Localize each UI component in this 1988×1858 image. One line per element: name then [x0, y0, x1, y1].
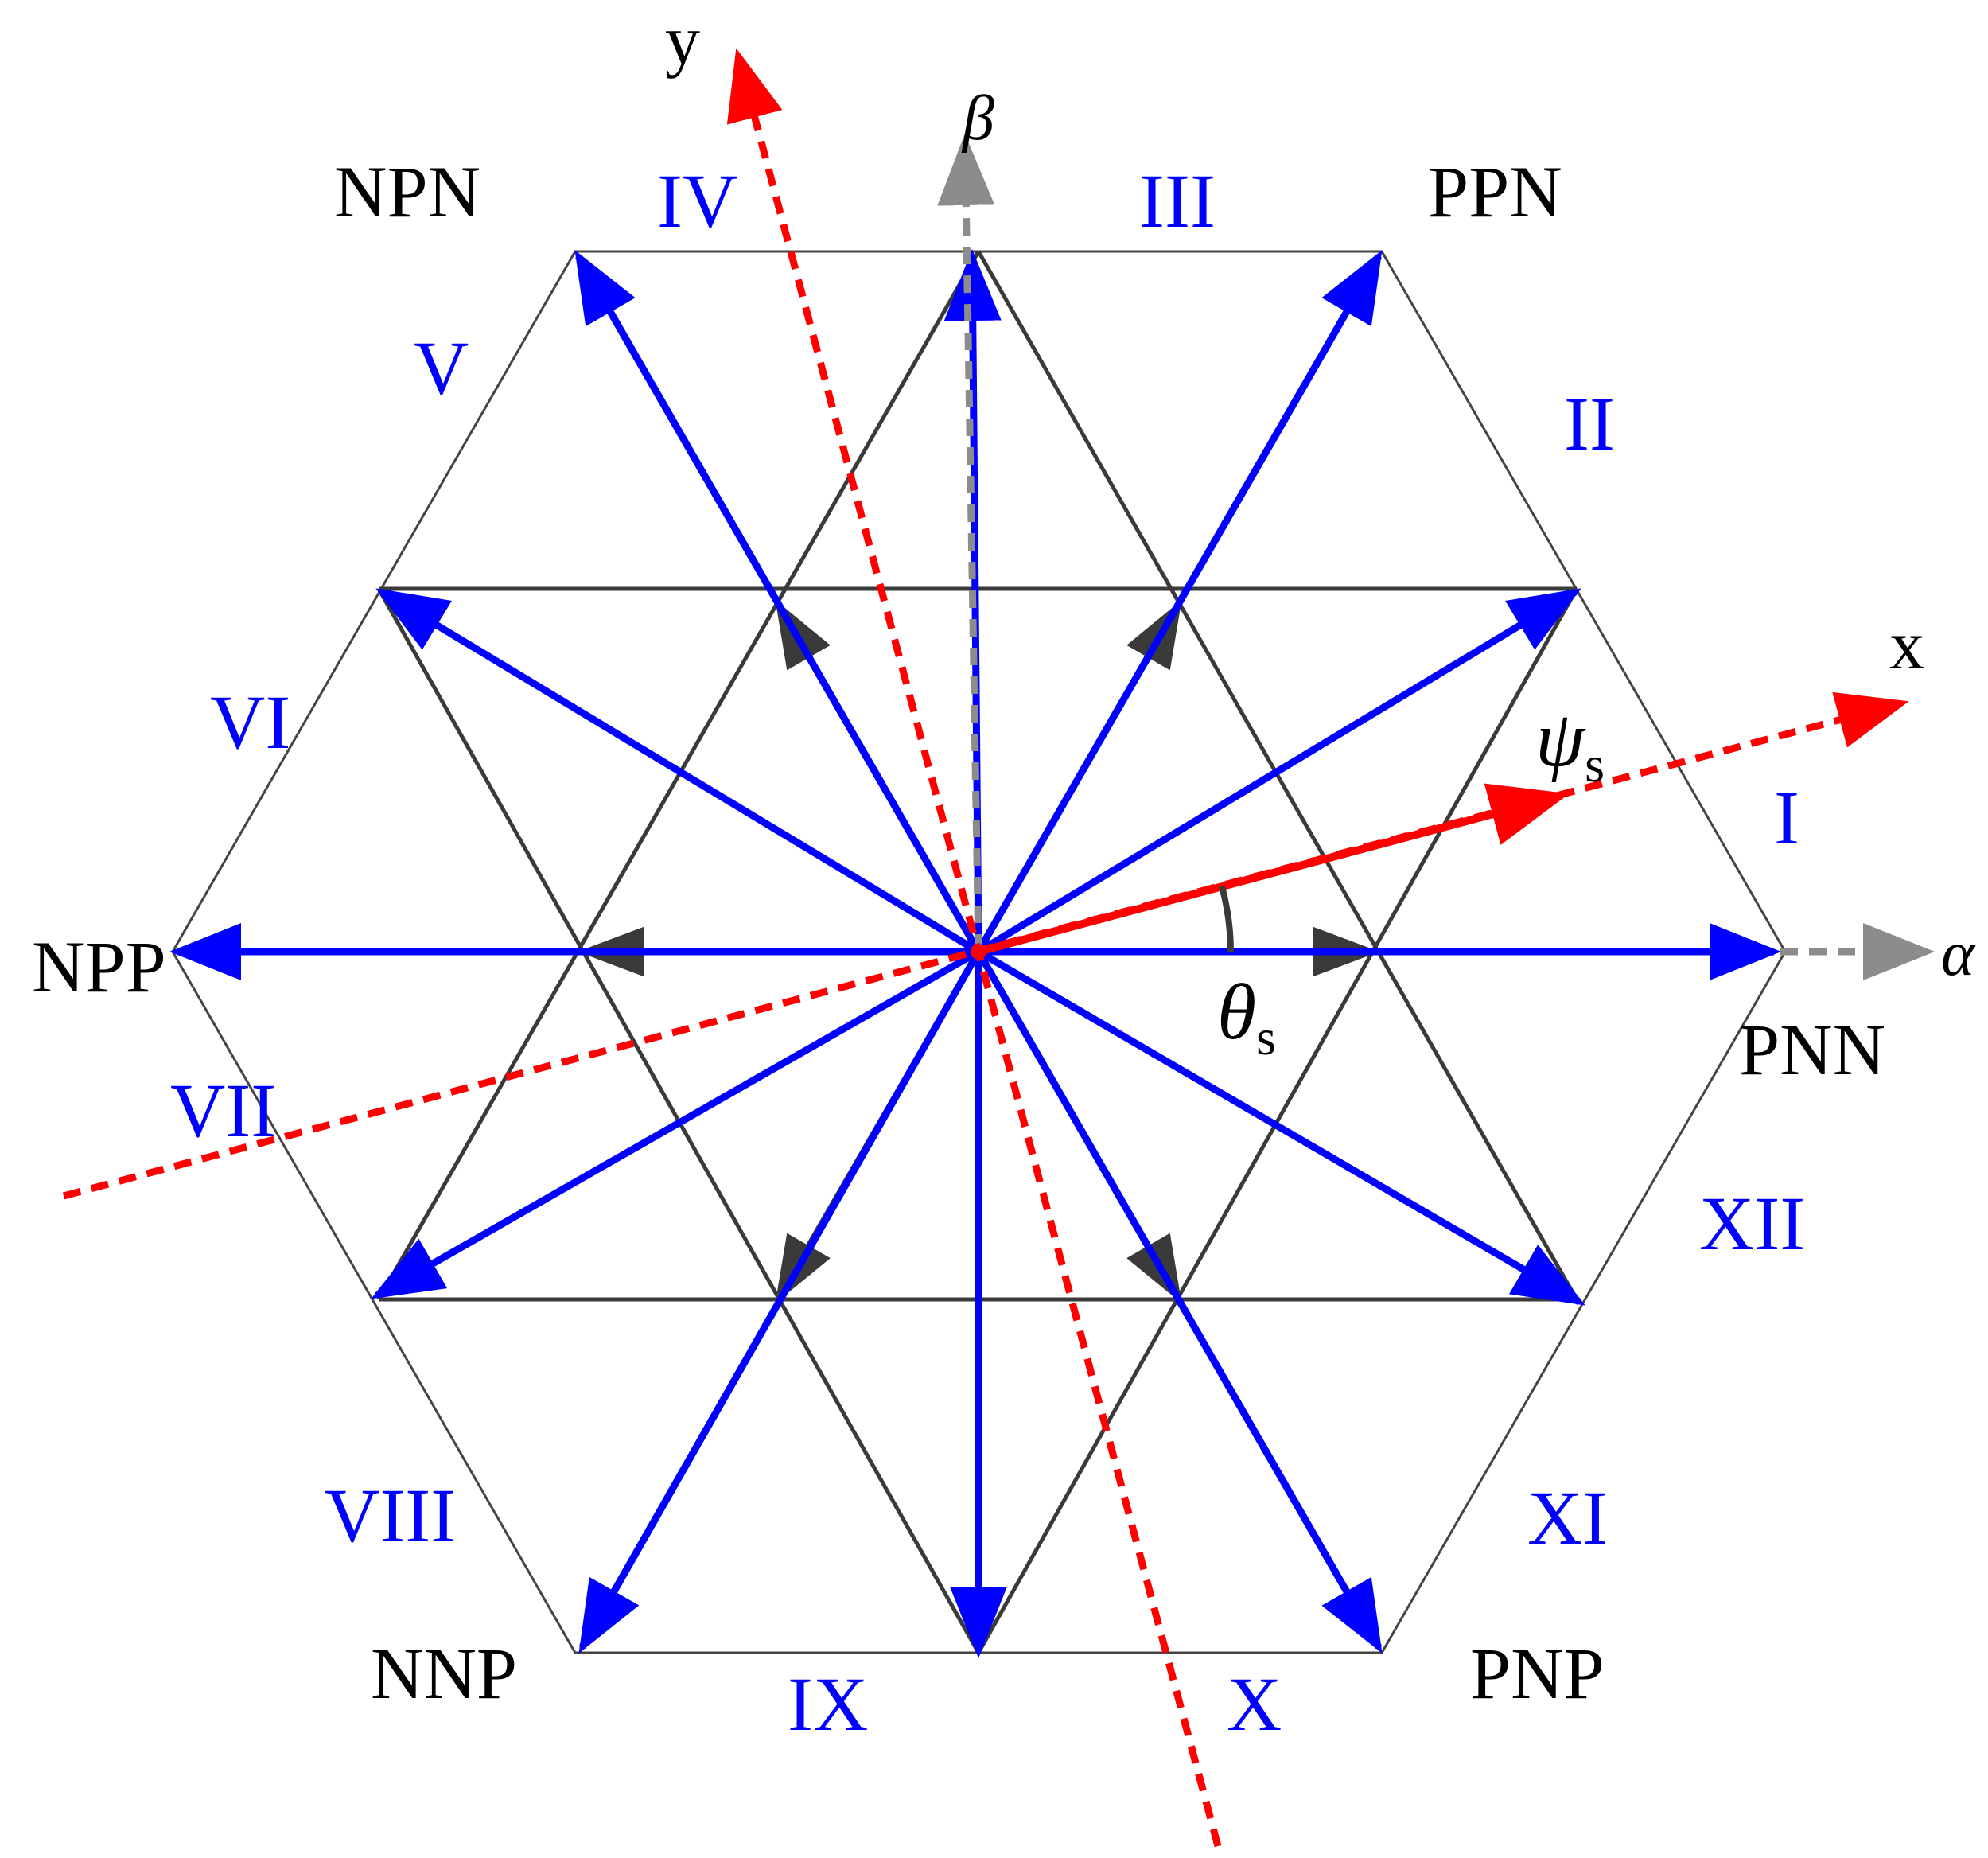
voltage-vectors — [169, 249, 1781, 1658]
vector-pnp — [975, 949, 1383, 1654]
vector-330 — [976, 948, 1585, 1306]
grid-line — [376, 250, 981, 1301]
vector-ppn — [975, 250, 1383, 954]
flux-vector — [977, 783, 1570, 956]
sector-label-1: I — [1774, 775, 1799, 860]
sector-label-8: VIII — [325, 1473, 456, 1558]
angle-symbol: θ — [1217, 968, 1256, 1056]
angle-subscript: s — [1256, 1009, 1276, 1065]
label-ppn: PPN — [1428, 151, 1562, 232]
x-axis-label: x — [1889, 607, 1924, 684]
flux-symbol: ψ — [1535, 695, 1586, 783]
beta-axis-label: β — [961, 84, 994, 154]
vector-150 — [375, 588, 981, 955]
angle-label: θs — [1217, 968, 1276, 1065]
sector-label-7: VII — [170, 1068, 276, 1153]
sector-label-4: IV — [657, 158, 737, 243]
vector-npn — [574, 250, 982, 954]
sector-label-11: XI — [1527, 1475, 1608, 1560]
sector-label-3: III — [1139, 158, 1216, 243]
label-npn: NPN — [334, 151, 480, 232]
alpha-axis-label: α — [1941, 919, 1976, 989]
label-pnn: PNN — [1739, 1009, 1885, 1090]
y-axis — [726, 48, 1222, 1848]
label-pnp: PNP — [1470, 1633, 1605, 1714]
sector-label-9: IX — [788, 1661, 868, 1747]
flux-label: ψs — [1535, 695, 1605, 793]
y-axis-label: y — [665, 2, 700, 80]
flux-subscript: s — [1585, 736, 1605, 793]
label-npp: NPP — [32, 926, 166, 1007]
sector-label-5: V — [414, 325, 469, 411]
label-nnp: NNP — [371, 1633, 517, 1714]
origin-point — [971, 944, 986, 960]
vector-nnp — [578, 949, 982, 1654]
grid-line — [976, 587, 1579, 1654]
vector-210 — [371, 948, 981, 1299]
sector-label-2: II — [1564, 381, 1615, 466]
vector-30 — [976, 588, 1581, 955]
beta-axis — [937, 134, 995, 952]
sector-label-6: VI — [210, 680, 290, 765]
theta-arc — [1219, 885, 1234, 952]
x-axis — [62, 691, 1909, 1200]
sector-label-12: XII — [1699, 1181, 1805, 1266]
sector-label-10: X — [1227, 1661, 1282, 1747]
